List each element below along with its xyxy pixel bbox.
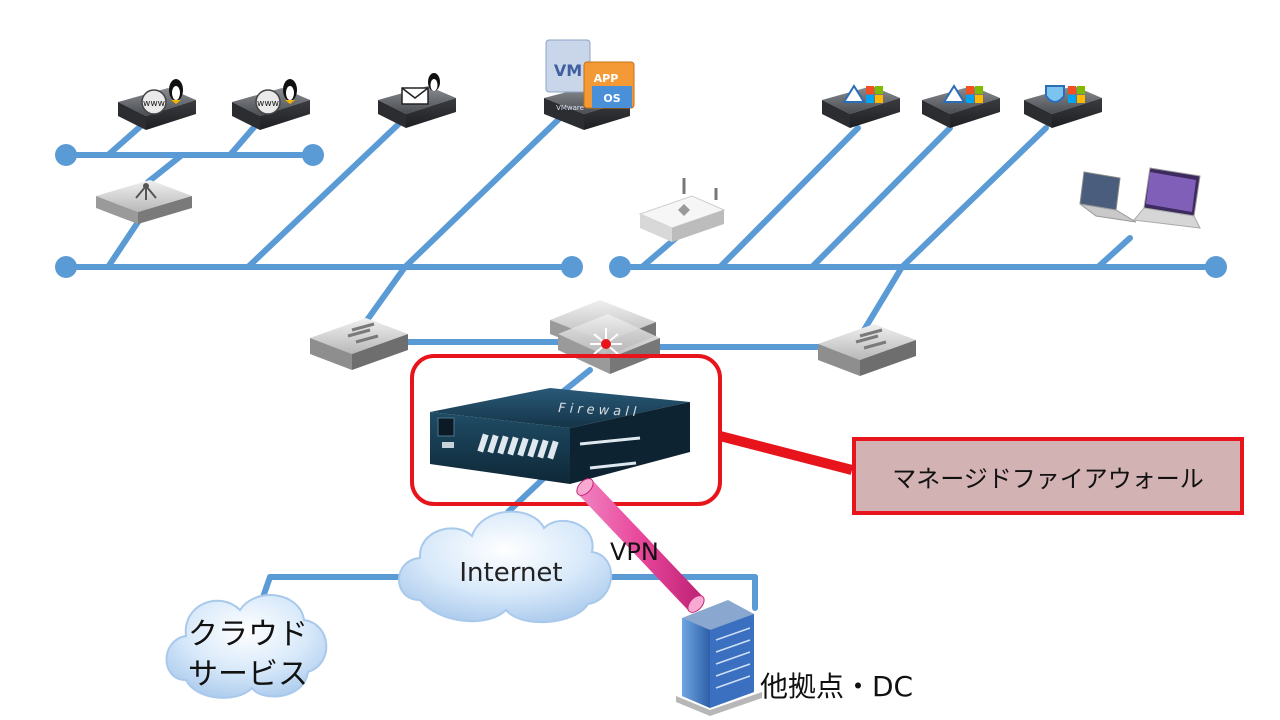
callout-connector [718, 431, 854, 475]
internet-cloud-icon: Internet [398, 510, 613, 624]
firewall-highlight-frame [410, 354, 722, 506]
wireless-router-icon [638, 178, 726, 242]
managed-firewall-callout: マネージドファイアウォール [852, 437, 1244, 515]
firewall-appliance-icon: Firewall [430, 388, 690, 484]
vpn-label: VPN [610, 538, 659, 566]
switch-icon [818, 324, 916, 376]
bus-endpoints [55, 144, 1227, 278]
cloud-service-label-line2: サービス [188, 657, 308, 692]
router-icon [96, 180, 192, 224]
internet-label: Internet [459, 558, 562, 588]
linux-web-server-icon: www [118, 79, 196, 130]
svg-text:www: www [257, 99, 279, 109]
svg-text:VM: VM [554, 61, 582, 80]
linux-web-server-icon: www [232, 79, 310, 130]
managed-firewall-label: マネージドファイアウォール [892, 464, 1204, 493]
svg-text:Firewall: Firewall [558, 401, 641, 420]
windows-server-icon [922, 84, 1000, 128]
network-links [63, 115, 1219, 611]
laptop-icon [1133, 167, 1201, 229]
svg-text:APP: APP [594, 72, 619, 85]
laptop-icon [1079, 171, 1137, 223]
building-icon [676, 600, 762, 716]
windows-security-server-icon [1024, 85, 1102, 128]
svg-text:OS: OS [603, 92, 620, 105]
windows-server-icon [822, 84, 900, 128]
vmware-vm-icon: VM APP OS VMware [544, 39, 635, 130]
cloud-service-icon: クラウド サービス [165, 594, 328, 699]
cloud-service-label-line1: クラウド [188, 617, 308, 652]
vpn-tunnel: VPN [576, 478, 705, 613]
switch-icon [310, 318, 408, 370]
branch-label: 他拠点・DC [760, 670, 913, 703]
core-switch-icon [550, 300, 660, 374]
svg-text:www: www [143, 99, 165, 109]
svg-text:VMware: VMware [556, 104, 584, 112]
mail-server-icon [378, 73, 456, 128]
